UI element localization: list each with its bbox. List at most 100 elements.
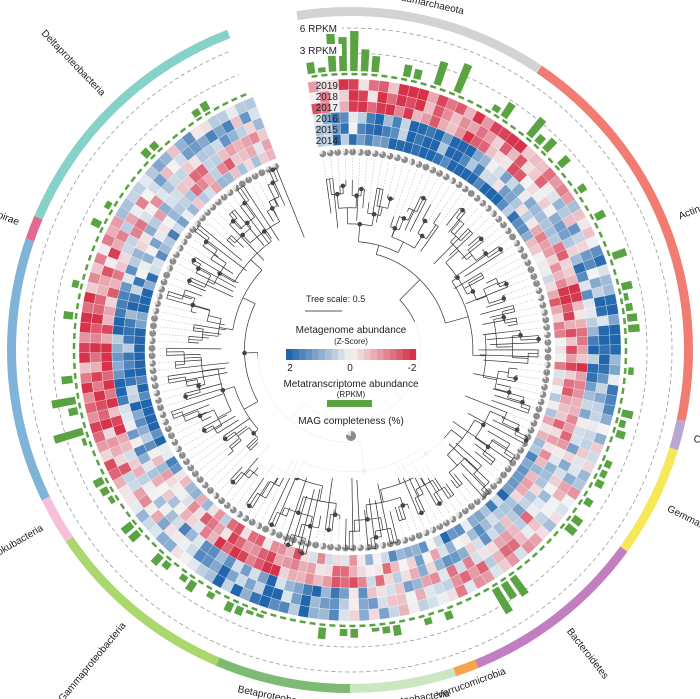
tree-branch: [356, 479, 360, 532]
metatranscriptome-bar: [576, 183, 588, 194]
heatmap-cell: [366, 586, 378, 599]
legend-green-bar: [327, 400, 372, 407]
heatmap-cell: [348, 609, 360, 622]
metatranscriptome-bar: [491, 104, 502, 114]
tree-branch: [491, 399, 529, 414]
completeness-pie-slice: [238, 180, 246, 188]
bootstrap-node: [326, 527, 332, 533]
tree-arc: [303, 496, 337, 504]
tree-branch: [464, 457, 478, 471]
tree-branch: [229, 224, 265, 261]
completeness-pie-slice: [379, 151, 387, 159]
leaf-guide-line: [236, 475, 259, 506]
tree-branch: [414, 235, 423, 249]
leaf-guide-line: [422, 470, 451, 515]
completeness-pie-slice: [514, 239, 521, 247]
tree-branch: [226, 425, 248, 442]
tree-branch: [467, 413, 525, 445]
completeness-pie-slice: [542, 316, 550, 324]
tree-branch: [205, 241, 218, 251]
heatmap-cell: [587, 354, 600, 365]
tree-branch: [489, 298, 504, 304]
heatmap-cell: [607, 313, 620, 326]
tree-branch: [375, 189, 384, 223]
completeness-pie-slice: [443, 519, 450, 527]
heatmap-cell: [340, 565, 350, 578]
tree-branch: [267, 211, 274, 222]
tree-branch: [169, 372, 228, 384]
tree-branch: [496, 383, 511, 388]
metatranscriptome-bar: [90, 217, 103, 229]
tree-branch: [226, 239, 235, 247]
leaf-guide-line: [345, 158, 347, 181]
tree-branch: [454, 272, 482, 289]
tree-arc: [237, 185, 244, 191]
dashed-guide-circles: [27, 27, 673, 673]
metatranscriptome-bar: [67, 407, 79, 417]
heatmap-cell: [573, 309, 587, 321]
tree-branch: [468, 275, 483, 284]
heatmap-cell: [123, 326, 136, 337]
heatmap-cell: [330, 576, 341, 588]
tree-branch: [452, 421, 512, 462]
heatmap-cell: [339, 100, 350, 113]
tree-branch: [468, 236, 480, 247]
completeness-pie-slice: [544, 353, 552, 361]
bootstrap-node: [335, 191, 340, 197]
tree-branch: [486, 301, 505, 308]
bootstrap-node: [401, 216, 407, 221]
leaf-guide-line: [225, 443, 271, 497]
tree-arc: [450, 241, 467, 260]
completeness-pie-slice: [248, 518, 256, 526]
completeness-pie-slice: [149, 359, 156, 367]
tree-branch: [472, 354, 486, 357]
tree-branch: [207, 320, 225, 326]
completeness-pie-slice: [485, 204, 492, 212]
heatmap-cell: [329, 587, 341, 599]
metatranscriptome-bar: [99, 486, 111, 497]
tree-branch: [394, 507, 400, 521]
metatranscriptome-bar: [542, 137, 558, 153]
metatranscriptome-bar: [223, 600, 235, 613]
heatmap-cell: [564, 361, 577, 372]
legend-ramp-cell: [299, 349, 306, 360]
tree-branch: [248, 438, 259, 449]
tree-branch: [407, 208, 410, 212]
leaf-guide-line: [393, 165, 404, 199]
completeness-pie-slice: [458, 511, 463, 519]
heatmap-cell: [585, 316, 599, 328]
tree-arc: [174, 361, 177, 369]
tree-branch: [502, 294, 505, 296]
heatmap-cell: [348, 598, 360, 611]
tree-branch: [448, 212, 466, 233]
heatmap-cell: [365, 123, 375, 136]
bootstrap-node: [455, 275, 460, 280]
completeness-pie-slice: [242, 514, 250, 522]
heatmap-cell: [134, 327, 147, 337]
tree-branch: [173, 404, 210, 419]
completeness-pie-slice: [539, 301, 547, 309]
completeness-pie-slice: [535, 287, 543, 295]
heatmap-cell: [321, 575, 333, 588]
tree-branch: [168, 291, 192, 300]
legend-ramp-cell: [331, 349, 339, 360]
metatranscriptome-bar: [534, 133, 547, 146]
heatmap-cell: [576, 336, 589, 346]
completeness-pie-slice: [153, 389, 161, 397]
metatranscriptome-bar: [627, 323, 640, 333]
completeness-pie-slice: [176, 445, 182, 453]
heatmap-cell: [368, 79, 380, 92]
completeness-pie-slice: [184, 232, 192, 240]
metatranscriptome-bar: [433, 60, 449, 87]
leaf-guide-line: [454, 474, 474, 498]
completeness-pie-slice: [229, 506, 237, 514]
phylum-label: Ca. Rokubacteria: [0, 523, 46, 571]
legend-ramp-cell: [403, 349, 410, 360]
tree-branch: [498, 370, 509, 373]
completeness-pie-slice: [393, 154, 401, 162]
tree-branch: [414, 497, 422, 514]
legend-ramp-cell: [292, 349, 300, 360]
heatmap-cell: [356, 133, 366, 146]
tree-branch: [281, 507, 285, 515]
completeness-pie-slice: [178, 244, 184, 252]
